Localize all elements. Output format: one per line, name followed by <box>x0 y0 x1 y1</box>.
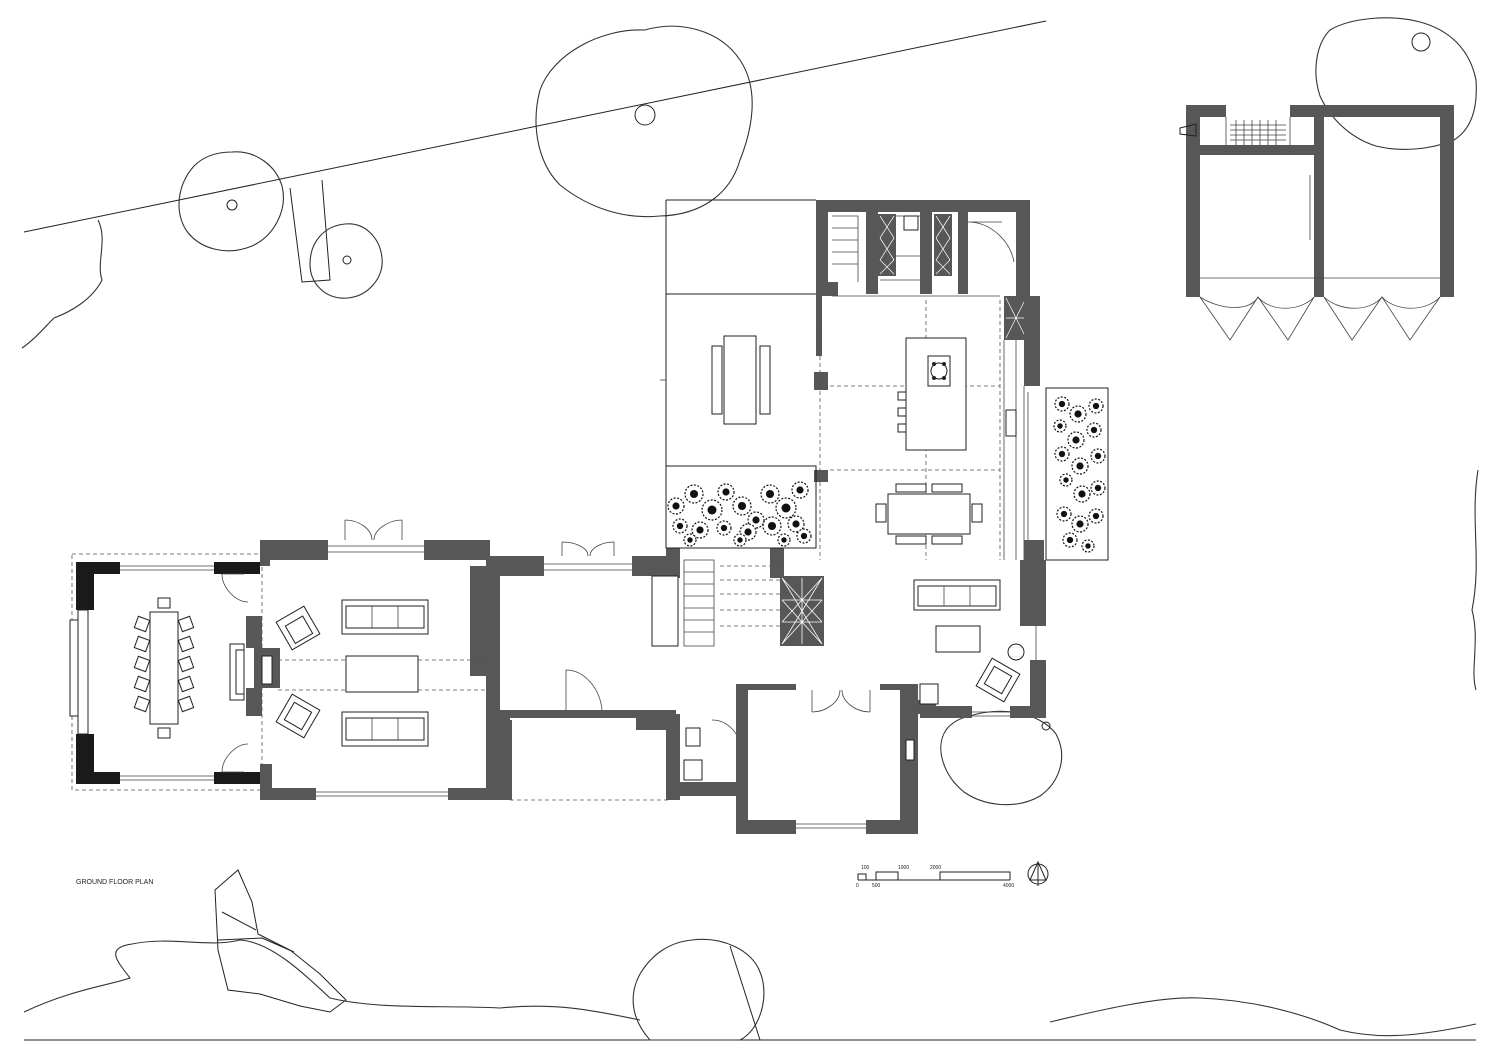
living-room <box>229 519 510 800</box>
hedge-bottom-left <box>23 939 641 1021</box>
drawing-title: GROUND FLOOR PLAN <box>76 879 153 886</box>
planter-plants <box>1053 396 1106 553</box>
site-context <box>21 20 1479 1041</box>
wc <box>666 714 741 800</box>
boundary-recess <box>289 179 331 283</box>
scale-label: 100 <box>861 865 870 871</box>
garden-rock <box>214 869 347 1013</box>
tree-icon <box>309 223 383 299</box>
study <box>736 683 939 834</box>
dining-room <box>69 553 263 791</box>
family-lounge <box>913 560 1051 731</box>
scale-label: 4000 <box>1003 883 1014 889</box>
kitchen-wing <box>660 199 1109 570</box>
scale-label: 2000 <box>930 865 941 871</box>
sofa <box>341 599 429 635</box>
scale-label: 0 <box>856 883 859 889</box>
armchair <box>275 605 321 651</box>
tree-icon <box>632 938 765 1041</box>
planter-icon <box>665 465 817 549</box>
armchair <box>275 693 321 739</box>
staircase <box>683 559 780 647</box>
scale-label: 1000 <box>898 865 909 871</box>
storage-rack <box>780 576 824 646</box>
outdoor-table <box>711 335 771 425</box>
dining-table <box>875 483 983 545</box>
tree-icon <box>940 710 1063 806</box>
hedge-left <box>21 219 103 349</box>
hallway <box>486 541 824 801</box>
planter-plants <box>667 481 812 547</box>
north-arrow-icon <box>1027 860 1049 886</box>
armchair <box>975 657 1021 703</box>
garden-rock-facets <box>217 911 295 953</box>
planter-icon <box>1045 387 1109 561</box>
tree-icon <box>1315 17 1477 150</box>
hedge-right <box>1471 469 1479 691</box>
hedge-bottom-right <box>1049 997 1477 1037</box>
sofa <box>341 711 429 747</box>
tree-icon <box>178 151 284 252</box>
scale-label: 500 <box>872 883 881 889</box>
storage-rack <box>878 214 952 276</box>
tree-icon <box>535 25 753 218</box>
garage <box>1179 105 1454 341</box>
kitchen-island <box>897 337 967 451</box>
site-boundary-line <box>23 20 1047 233</box>
scale-bar: 100 1000 2000 0 500 4000 <box>856 865 1014 889</box>
